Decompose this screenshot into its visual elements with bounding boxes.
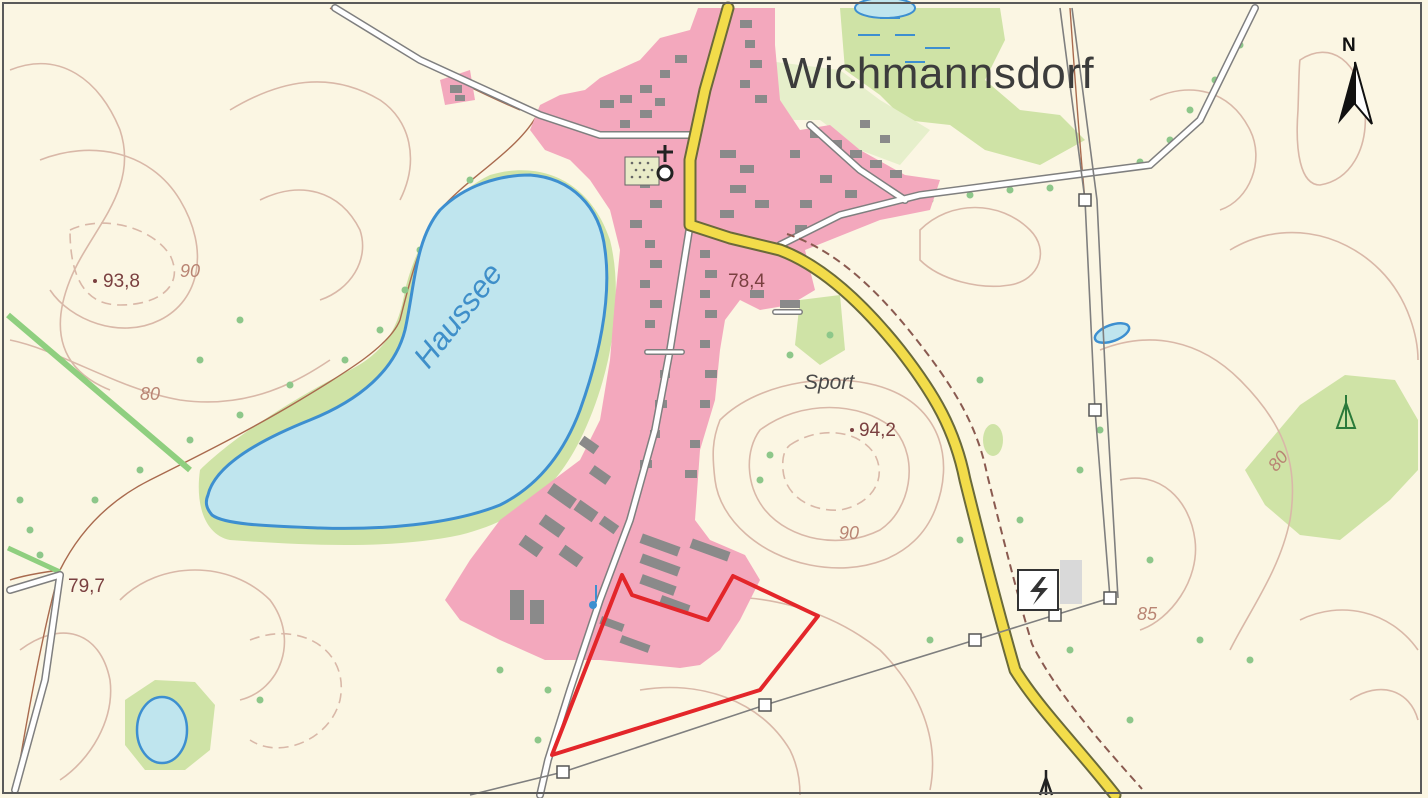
track-dashed bbox=[786, 233, 1143, 790]
minor-roads bbox=[6, 4, 1259, 798]
forest-north bbox=[840, 8, 1085, 165]
buildings bbox=[450, 20, 902, 653]
main-road bbox=[683, 1, 1122, 798]
spot-height-marker bbox=[850, 428, 854, 432]
well-icon bbox=[589, 585, 597, 609]
forest-east bbox=[1245, 375, 1418, 540]
substation-icon bbox=[1017, 560, 1082, 611]
spot-height-marker bbox=[93, 279, 97, 283]
pond-north bbox=[854, 0, 916, 19]
north-label: N bbox=[1342, 35, 1356, 56]
spot-height-label: 93,8 bbox=[103, 271, 140, 292]
church-icon bbox=[656, 145, 674, 182]
north-arrow-icon bbox=[1338, 61, 1373, 125]
village-label: Wichmannsdorf bbox=[782, 49, 1095, 98]
tower-icon bbox=[1335, 395, 1357, 429]
contour-label: 90 bbox=[180, 261, 201, 281]
lake-haussee bbox=[204, 173, 609, 530]
cemetery bbox=[624, 156, 660, 186]
spot-height-label: 79,7 bbox=[68, 576, 105, 597]
pond-southwest bbox=[135, 695, 189, 765]
field-boundary bbox=[6, 312, 192, 473]
forest-sport bbox=[795, 295, 845, 365]
project-area-outline bbox=[550, 573, 820, 757]
marsh-symbols bbox=[858, 17, 950, 63]
contour-label: 80 bbox=[140, 384, 161, 404]
mast-icon bbox=[1038, 770, 1054, 796]
contour-label: 90 bbox=[839, 523, 860, 543]
cemetery-dots bbox=[630, 161, 654, 179]
spot-height-label: 94,2 bbox=[859, 420, 896, 441]
spot-height-label: 78,4 bbox=[728, 271, 765, 292]
field-boundary-2 bbox=[6, 545, 62, 575]
forest-spot bbox=[983, 424, 1003, 456]
contour-label: 85 bbox=[1137, 604, 1158, 624]
power-line-towers bbox=[556, 193, 1117, 779]
sport-label: Sport bbox=[804, 371, 855, 394]
